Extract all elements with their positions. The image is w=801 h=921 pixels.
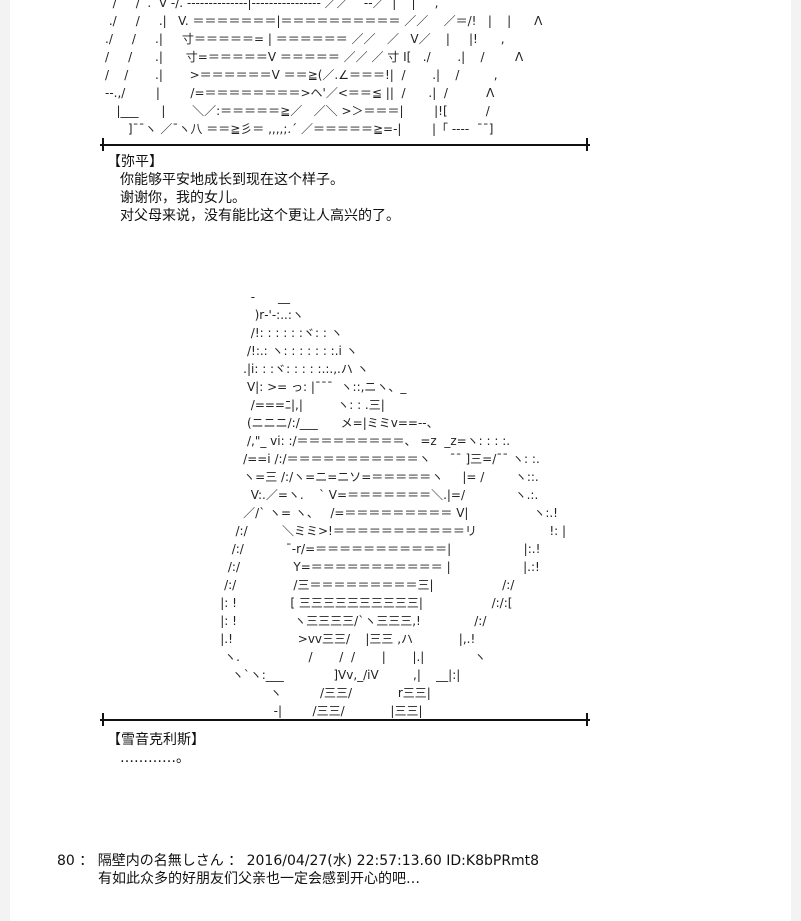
divider-line bbox=[100, 144, 590, 146]
speaker-name: 【雪音克利斯】 bbox=[107, 732, 205, 748]
divider-end-mark bbox=[586, 713, 588, 726]
divider-end-mark bbox=[102, 713, 104, 726]
dialogue-line: 对父母来说，没有能比这个更让人高兴的了。 bbox=[120, 208, 400, 224]
ascii-art-character: - __ )r‐'-:..:ヽ /!: : : : : :ヾ: : ヽ /!:.… bbox=[220, 290, 567, 718]
divider-end-mark bbox=[586, 138, 588, 151]
divider-end-mark bbox=[102, 138, 104, 151]
dialogue-line: 你能够平安地成长到现在这个样子。 bbox=[120, 172, 344, 188]
ascii-art-top: / / . V -/. ‐‐‐‐‐‐‐‐‐‐‐‐‐‐|‐‐‐‐‐‐‐‐‐‐‐‐‐… bbox=[105, 0, 543, 136]
scene-divider bbox=[100, 138, 590, 151]
thread-page: / / . V -/. ‐‐‐‐‐‐‐‐‐‐‐‐‐‐|‐‐‐‐‐‐‐‐‐‐‐‐‐… bbox=[10, 0, 791, 921]
scene-divider bbox=[100, 713, 590, 726]
divider-line bbox=[100, 719, 590, 721]
dialogue-line: 谢谢你，我的女儿。 bbox=[120, 190, 246, 206]
post-header: 80 ： 隔壁内の名無しさん ： 2016/04/27(水) 22:57:13.… bbox=[57, 853, 540, 869]
post-body: 有如此众多的好朋友们父亲也一定会感到开心的吧… bbox=[98, 871, 420, 887]
speaker-name: 【弥平】 bbox=[107, 154, 163, 170]
dialogue-line: …………。 bbox=[120, 750, 190, 766]
